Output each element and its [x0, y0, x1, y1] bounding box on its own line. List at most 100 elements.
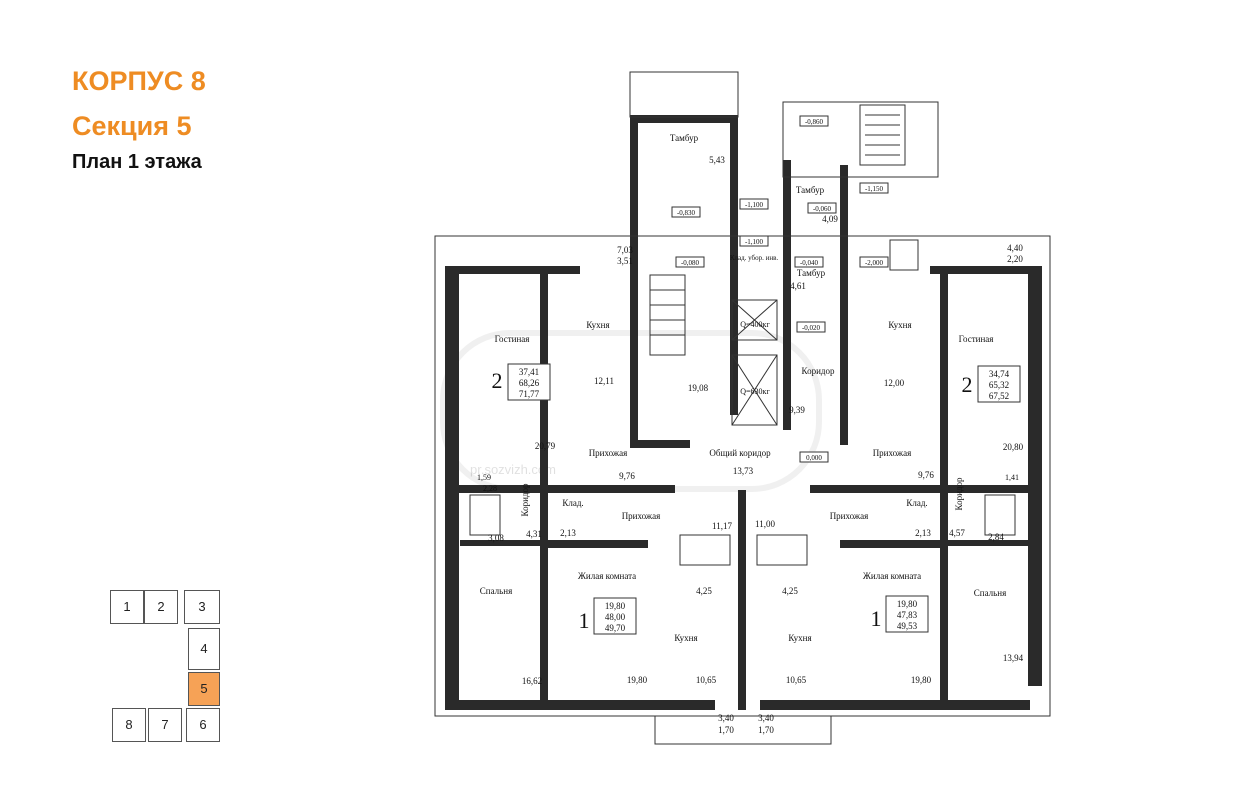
tambur-mid-area: 4,61	[790, 281, 806, 291]
room-area: 16,62	[522, 676, 542, 686]
balcony-area: 1,70	[758, 725, 774, 735]
balcony-area: 3,40	[718, 713, 734, 723]
exterior-walls	[445, 115, 1042, 710]
room-label: Коридор	[954, 477, 964, 510]
room-area: 10,65	[696, 675, 717, 685]
apartment-area: 37,41	[519, 367, 539, 377]
key-block-4[interactable]: 4	[188, 628, 220, 670]
level-mark: -0,860	[805, 118, 824, 126]
watermark-text: pr.sozvizh.com	[470, 462, 556, 477]
key-block-6[interactable]: 6	[186, 708, 220, 742]
tambur-right-label: Тамбур	[796, 185, 825, 195]
bath-area: 4,25	[696, 586, 712, 596]
key-block-2[interactable]: 2	[144, 590, 178, 624]
level-marks: -0,860 -1,100 -0,830 -1,150 -0,060 -0,08…	[671, 115, 889, 463]
bath-area: 1,59	[477, 473, 491, 482]
thin-outlines	[434, 71, 1051, 745]
room-label: Спальня	[974, 588, 1006, 598]
balcony-area: 3,40	[758, 713, 774, 723]
room-area: 19,80	[911, 675, 932, 685]
apartment-right-1room[interactable]: Клад. 2,13 Прихожая 11,00 Жилая комната …	[755, 498, 932, 735]
level-mark: -1,100	[745, 201, 764, 209]
room-area: 20,80	[1003, 442, 1024, 452]
bath-area: 2,84	[988, 532, 1004, 542]
key-block-1[interactable]: 1	[110, 590, 144, 624]
level-mark: -0,080	[681, 259, 700, 267]
room-area: 11,00	[755, 519, 775, 529]
room-label: Кухня	[674, 633, 697, 643]
common-corridor-area: 13,73	[733, 466, 754, 476]
key-block-7[interactable]: 7	[148, 708, 182, 742]
stair-area: 19,08	[688, 383, 709, 393]
room-label: Коридор	[520, 483, 530, 516]
core-labels: Тамбур 5,43 Тамбур 4,09 Тамбур 4,61 Клад…	[670, 133, 838, 476]
room-area: 13,94	[1003, 653, 1024, 663]
floor-plan-title: План 1 этажа	[72, 151, 202, 173]
room-count: 1	[579, 608, 590, 633]
apartment-area: 67,52	[989, 391, 1009, 401]
level-mark: -2,000	[865, 259, 884, 267]
room-count: 1	[871, 606, 882, 631]
apartment-area: 19,80	[897, 599, 918, 609]
bath-area: 1,41	[1005, 473, 1019, 482]
room-label: Прихожая	[873, 448, 912, 458]
room-area: 9,76	[918, 470, 934, 480]
room-area: 4,31	[526, 529, 542, 539]
apartment-right-2room[interactable]: Гостиная 20,80 Кухня 12,00 Прихожая 9,76…	[873, 243, 1024, 663]
tambur-right-area: 4,09	[822, 214, 838, 224]
apartment-area: 19,80	[605, 601, 626, 611]
room-label: Кухня	[586, 320, 609, 330]
room-area: 9,76	[619, 471, 635, 481]
room-label: Гостиная	[959, 334, 994, 344]
room-label: Спальня	[480, 586, 512, 596]
balcony-area: 1,70	[718, 725, 734, 735]
tambur-mid-label: Тамбур	[797, 268, 826, 278]
apartment-area: 48,00	[605, 612, 626, 622]
koridor-area: 9,39	[789, 405, 805, 415]
room-label: Кухня	[788, 633, 811, 643]
koridor-label: Коридор	[802, 366, 835, 376]
room-area: 2,13	[560, 528, 576, 538]
room-label: Гостиная	[495, 334, 530, 344]
key-block-5-highlighted[interactable]: 5	[188, 672, 220, 706]
level-mark: -0,830	[677, 209, 696, 217]
room-label: Прихожая	[589, 448, 628, 458]
lift2-label: Q=630кг	[740, 387, 770, 396]
apartment-left-1room[interactable]: Клад. 2,13 Прихожая 11,17 Жилая комната …	[560, 498, 734, 735]
bath-area: 4,25	[782, 586, 798, 596]
common-corridor-label: Общий коридор	[709, 448, 771, 458]
apartment-area: 68,26	[519, 378, 540, 388]
room-label: Прихожая	[622, 511, 661, 521]
level-mark: -0,040	[800, 259, 819, 267]
level-mark: -0,060	[813, 205, 832, 213]
key-block-8[interactable]: 8	[112, 708, 146, 742]
balcony-area: 7,03	[617, 245, 633, 255]
balcony-area: 4,40	[1007, 243, 1023, 253]
apartment-area: 49,53	[897, 621, 918, 631]
building-title: КОРПУС 8	[72, 66, 206, 96]
room-label: Жилая комната	[578, 571, 636, 581]
room-area: 4,57	[949, 528, 965, 538]
apartment-area: 47,83	[897, 610, 918, 620]
balcony-area: 3,51	[617, 256, 633, 266]
room-label: Клад.	[562, 498, 583, 508]
apartment-area: 34,74	[989, 369, 1010, 379]
lift1-label: Q=400кг	[740, 320, 770, 329]
klad-ubor-label: Клад. убор. инв.	[730, 254, 779, 262]
key-block-3[interactable]: 3	[184, 590, 220, 624]
room-area: 11,17	[712, 521, 732, 531]
room-label: Прихожая	[830, 511, 869, 521]
bath-area: 2,28	[483, 484, 497, 493]
level-mark: -0,020	[802, 324, 821, 332]
balcony-area: 2,20	[1007, 254, 1023, 264]
apartment-area: 65,32	[989, 380, 1009, 390]
room-area: 12,11	[594, 376, 614, 386]
room-area: 2,13	[915, 528, 931, 538]
apartment-left-2room[interactable]: Гостиная 20,79 Кухня 12,11 Прихожая 9,76…	[477, 245, 635, 686]
apartment-area: 49,70	[605, 623, 626, 633]
room-area: 19,80	[627, 675, 648, 685]
room-count: 2	[962, 372, 973, 397]
tambur-top-area: 5,43	[709, 155, 725, 165]
room-label: Кухня	[888, 320, 911, 330]
